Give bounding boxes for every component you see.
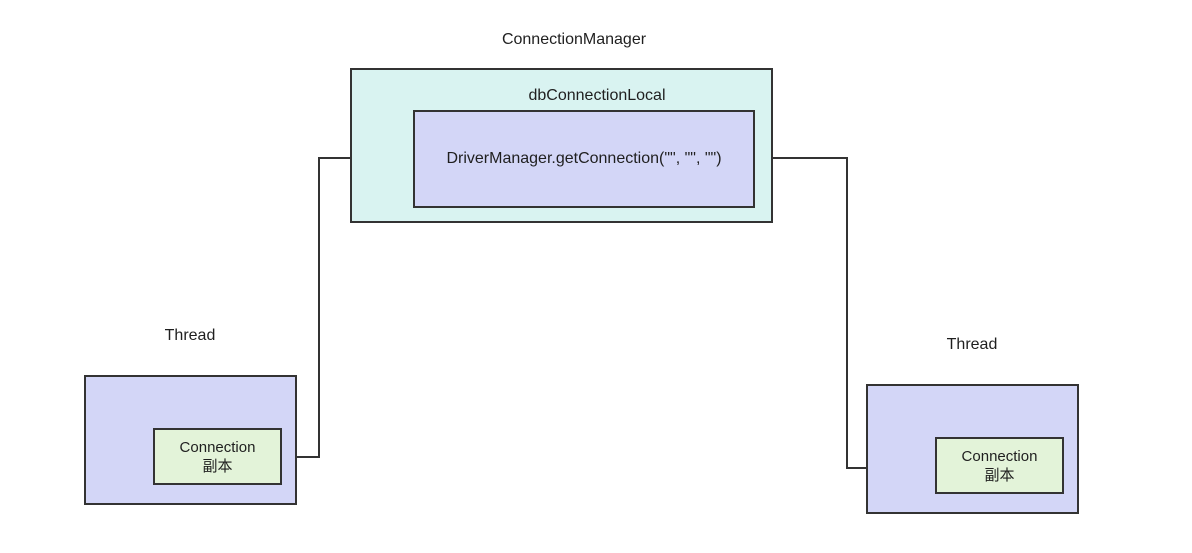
connection-copy-left: Connection 副本 xyxy=(153,428,282,485)
driver-manager-call: DriverManager.getConnection("", "", "") xyxy=(446,150,722,167)
db-connection-local-label: dbConnectionLocal xyxy=(528,87,666,104)
connection-right-line1: Connection xyxy=(961,447,1038,465)
thread-right-title: Thread xyxy=(946,336,998,353)
driver-manager-box: DriverManager.getConnection("", "", "") xyxy=(413,110,755,208)
connection-copy-right: Connection 副本 xyxy=(935,437,1064,494)
connection-manager-title: ConnectionManager xyxy=(501,31,647,48)
connection-left-line1: Connection xyxy=(179,438,256,456)
connection-left-line2: 副本 xyxy=(202,457,233,475)
thread-left-title: Thread xyxy=(164,327,216,344)
connection-right-line2: 副本 xyxy=(984,466,1015,484)
